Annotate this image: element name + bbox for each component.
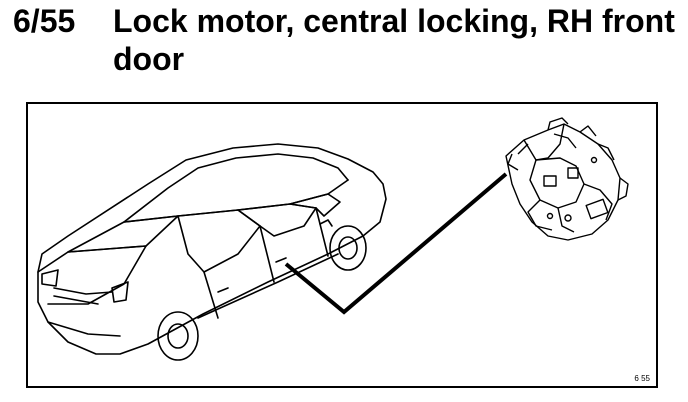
illustration [37, 117, 629, 361]
illustration-frame: 6 55 [26, 102, 658, 388]
page-title: Lock motor, central locking, RH front do… [113, 3, 675, 77]
figure-reference: 6 55 [634, 374, 650, 383]
lock-motor-icon [505, 117, 629, 241]
leader-line [284, 172, 508, 315]
figure-number: 6/55 [13, 3, 76, 39]
car-icon [37, 143, 387, 361]
